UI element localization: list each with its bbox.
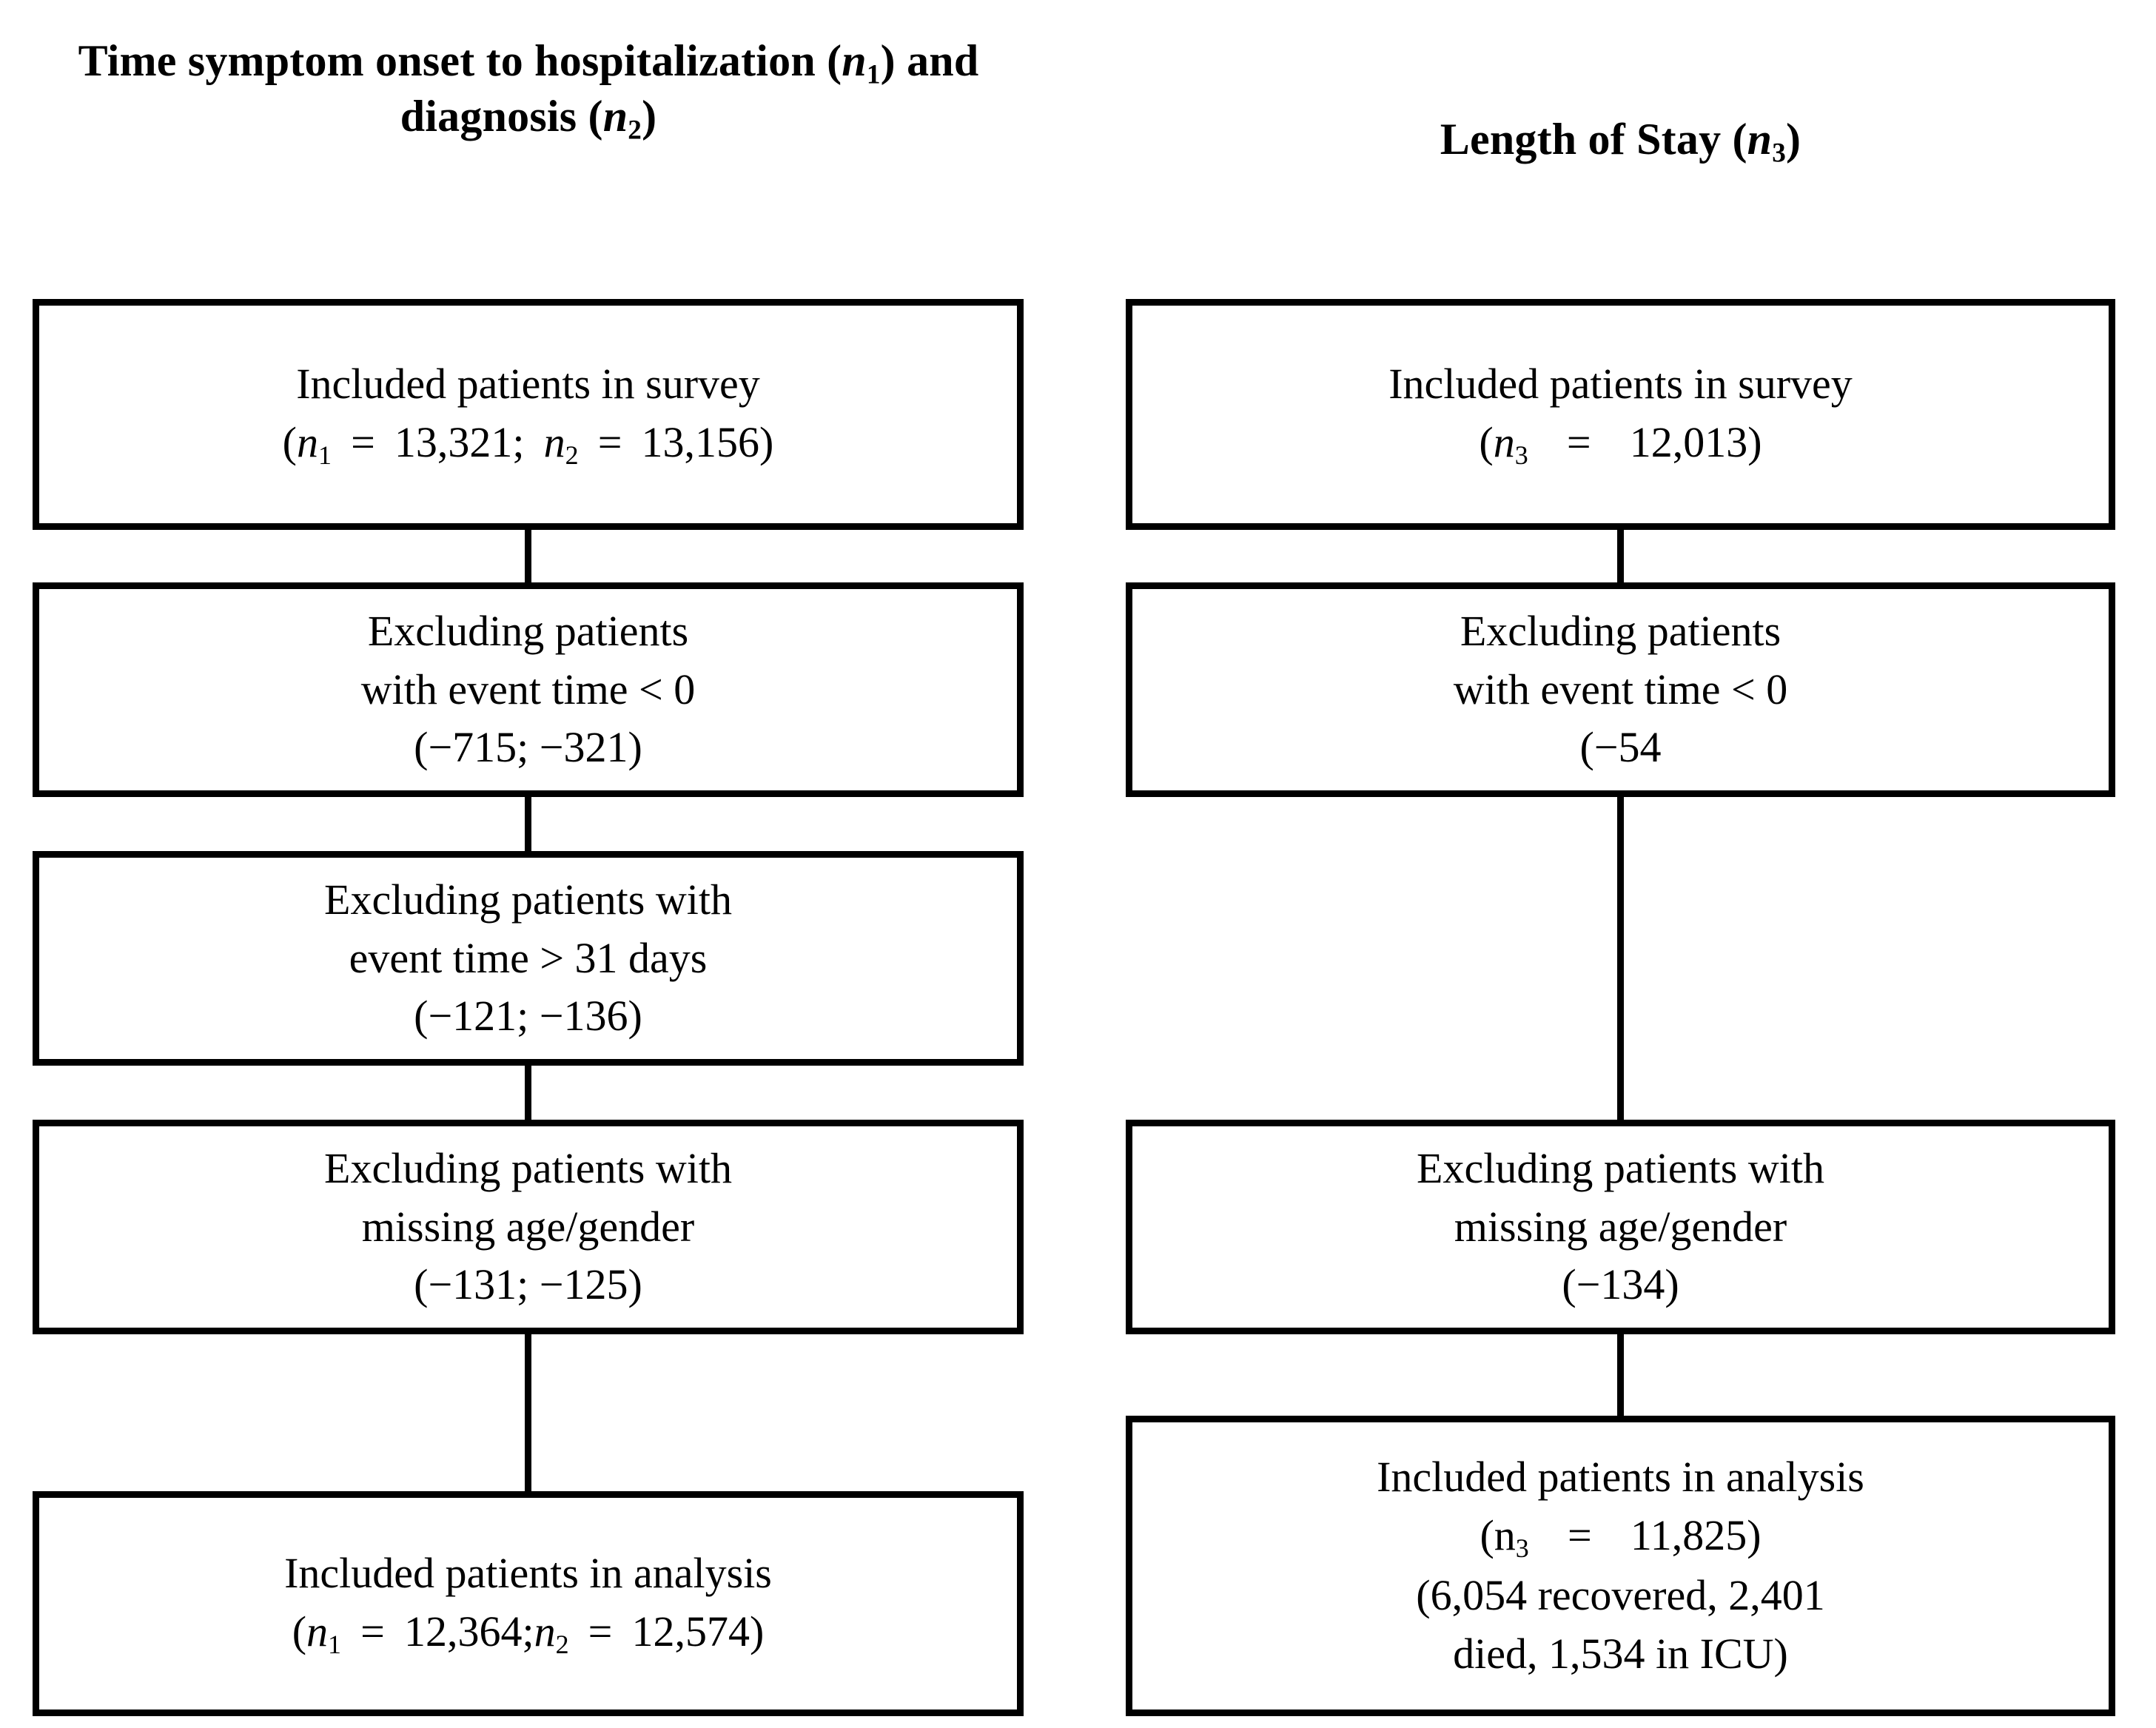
variable-n2: n2 — [543, 417, 579, 471]
node-right-exclude-negative-time: Excluding patients with event time < 0 (… — [1126, 582, 2115, 797]
variable-n2: n2 — [534, 1607, 569, 1660]
node-text-line: Excluding patients with — [324, 875, 732, 924]
node-text-line: (−131; −125) — [414, 1260, 642, 1309]
node-text-line: Excluding patients — [1460, 606, 1781, 655]
node-right-exclude-missing-age-gender: Excluding patients with missing age/gend… — [1126, 1120, 2115, 1334]
variable-n1: n1 — [306, 1607, 342, 1660]
node-text-line: (n1=13,321;n2=13,156) — [282, 417, 774, 471]
node-text-line: missing age/gender — [361, 1202, 695, 1251]
node-text-line: missing age/gender — [1454, 1202, 1787, 1251]
node-text-line: (n1=12,364;n2=12,574) — [292, 1607, 765, 1660]
connector-left-2-3 — [525, 797, 531, 851]
node-text-line: (n3=11,825) — [1480, 1511, 1762, 1564]
value-n2: 13,156 — [641, 417, 760, 466]
node-text-line: Excluding patients with — [1417, 1143, 1824, 1192]
connector-left-4-5 — [525, 1334, 531, 1491]
connector-left-3-4 — [525, 1066, 531, 1120]
value-n3: 12,013 — [1629, 417, 1748, 466]
variable-n2: n2 — [602, 91, 642, 145]
node-text-line: (−54 — [1579, 723, 1662, 772]
heading-left-line-2: to hospitalization (n1) — [486, 36, 896, 90]
connector-right-2-3 — [1617, 797, 1624, 1120]
connector-right-3-4 — [1617, 1334, 1624, 1416]
node-left-exclude-over-31-days: Excluding patients with event time > 31 … — [33, 851, 1024, 1066]
variable-n3: n3 — [1494, 1511, 1529, 1564]
node-text-line: (n3=12,013) — [1479, 417, 1762, 471]
column-heading-length-of-stay: Length of Stay (n3) — [1126, 114, 2115, 169]
node-right-included-analysis: Included patients in analysis (n3=11,825… — [1126, 1416, 2115, 1716]
value-n2: 12,574 — [631, 1607, 750, 1655]
node-text-line: (−134) — [1562, 1260, 1679, 1309]
node-right-included-survey: Included patients in survey (n3=12,013) — [1126, 299, 2115, 530]
node-left-exclude-negative-time: Excluding patients with event time < 0 (… — [33, 582, 1024, 797]
node-text-line: with event time < 0 — [1453, 665, 1788, 713]
node-left-exclude-missing-age-gender: Excluding patients with missing age/gend… — [33, 1120, 1024, 1334]
value-n1: 12,364 — [403, 1607, 523, 1655]
variable-n3: n3 — [1747, 115, 1787, 169]
value-n1: 13,321 — [394, 417, 513, 466]
node-text-line: died, 1,534 in ICU) — [1453, 1629, 1788, 1678]
variable-n1: n1 — [297, 417, 332, 471]
node-text-line: (−715; −321) — [414, 723, 642, 772]
node-text-line: (−121; −136) — [414, 992, 642, 1041]
node-text-line: with event time < 0 — [360, 665, 696, 713]
value-n3: 11,825 — [1630, 1511, 1747, 1560]
node-text-line: (6,054 recovered, 2,401 — [1416, 1571, 1825, 1620]
variable-n3: n3 — [1493, 417, 1528, 471]
node-text-line: Excluding patients with — [324, 1143, 732, 1192]
connector-left-1-2 — [525, 530, 531, 582]
column-heading-time-to-hospitalization: Time symptom onset to hospitalization (n… — [33, 36, 1024, 146]
node-text-line: event time > 31 days — [349, 933, 708, 982]
node-text-line: Included patients in survey — [296, 360, 760, 409]
node-text-line: Included patients in survey — [1388, 360, 1853, 409]
node-left-included-analysis: Included patients in analysis (n1=12,364… — [33, 1491, 1024, 1716]
node-text-line: Included patients in analysis — [284, 1549, 772, 1598]
variable-n1: n1 — [842, 36, 881, 90]
node-left-included-survey: Included patients in survey (n1=13,321;n… — [33, 299, 1024, 530]
node-text-line: Excluding patients — [367, 606, 689, 655]
heading-right-line-1: Length of Stay (n3) — [1440, 115, 1801, 169]
heading-left-line-1: Time symptom onset — [78, 36, 475, 85]
connector-right-1-2 — [1617, 530, 1624, 582]
heading-left-line-3: and diagnosis (n2) — [400, 36, 979, 145]
node-text-line: Included patients in analysis — [1377, 1453, 1864, 1502]
